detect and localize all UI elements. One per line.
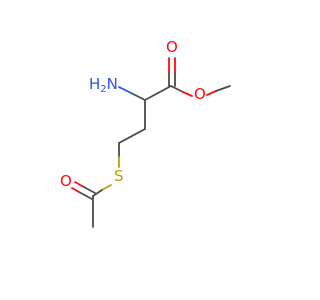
amine-n: N [106,75,118,93]
bond-c2-c1 [144,85,172,101]
sulfur-atom: S [114,167,124,185]
bond-s-cacyl [92,189,103,197]
bond-c1-oester-red [182,91,193,97]
amine-label: H2N [89,77,118,95]
bond-cacyl-o-double-b [78,191,93,200]
acetyl-carbonyl-oxygen: O [60,172,72,190]
bond-c1-oester [170,85,184,93]
molecule-canvas: H2N O O S O [60,38,231,228]
ester-carbonyl-oxygen: O [166,38,178,56]
bond-oester-methyl-red [206,90,217,96]
bond-oester-methyl [215,85,231,92]
molecule-structure [71,57,231,228]
amine-h: H [89,75,101,93]
bond-s-cacyl-yellow [101,184,112,191]
bond-cacyl-o-double-a-red [74,181,83,187]
bond-c3-c4 [118,128,146,144]
bond-c2-n-blue [118,86,132,94]
bond-c2-n [130,92,146,101]
bond-cacyl-o-double-a [81,185,96,194]
ester-oxygen: O [194,85,206,103]
bond-cacyl-o-double-b-red [71,187,80,193]
amine-subscript: 2 [100,84,107,95]
